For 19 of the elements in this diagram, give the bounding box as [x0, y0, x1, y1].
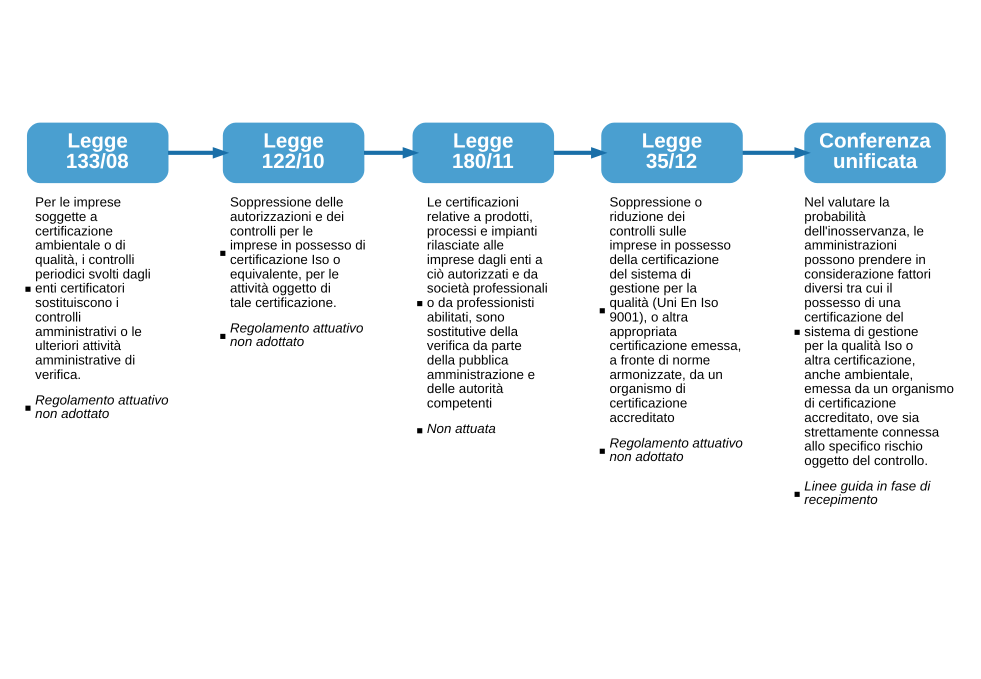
node-label: Regolamento attuativo non adottato — [609, 435, 743, 464]
node-box: Legge 180/11 — [412, 122, 554, 183]
arrow — [742, 146, 811, 158]
node-label: Regolamento attuativo non adottato — [35, 392, 169, 420]
arrow — [364, 146, 420, 158]
node-box: Legge 122/10 — [222, 122, 364, 183]
node-label: Soppressione o riduzione dei controlli sulle imprese in possesso della certificazione del sistema di gestione per la qualità (Uni En Iso 9001), o altra appropriata certificazione emessa, a fronte di norme armonizzate, da un organismo di certificazione accreditato — [609, 194, 742, 424]
node-label: Soppressione delle autorizzazioni e dei controlli per le imprese in possesso di certificazione Iso o equivalente, per le attività oggetto di tale certificazione. — [230, 194, 366, 310]
node-label: Le certificazioni relative a prodotti, processi e impianti rilasciate alle imprese dagli enti a ciò autorizzati e da società professionali o da professionisti abilitati, sono sostitutive della verifica da parte della pubblica amministrazione e delle autorità competenti — [426, 194, 548, 410]
node-box: Conferenza unificata — [804, 122, 946, 183]
node-label: Linee guida in fase di recepimento — [804, 478, 930, 506]
node-label: Per le imprese soggette a certificazione ambientale o di qualità, i controlli periodici svolti dagli enti certificatori sostituiscono i controlli amministrativi o le ulteriori attività amministrative di verifica. — [35, 194, 151, 382]
arrow — [168, 146, 230, 158]
arrow — [554, 146, 608, 158]
node-box: Legge 133/08 — [26, 122, 168, 183]
node-label: Non attuata — [426, 420, 496, 436]
node-label: Regolamento attuativo non adottato — [230, 320, 364, 349]
node-label: Nel valutare la probabilità dell'inosservanza, le amministrazioni possono prendere in considerazione fattori diversi tra cui il possesso di una certificazione del sistema di gestione per la qualità Iso o altra certificazione, anche ambientale, emessa da un organismo di certificazione accreditato, ove sia strettamente connessa allo specifico rischio oggetto del controllo. — [804, 194, 954, 468]
node-box: Legge 35/12 — [601, 122, 743, 183]
